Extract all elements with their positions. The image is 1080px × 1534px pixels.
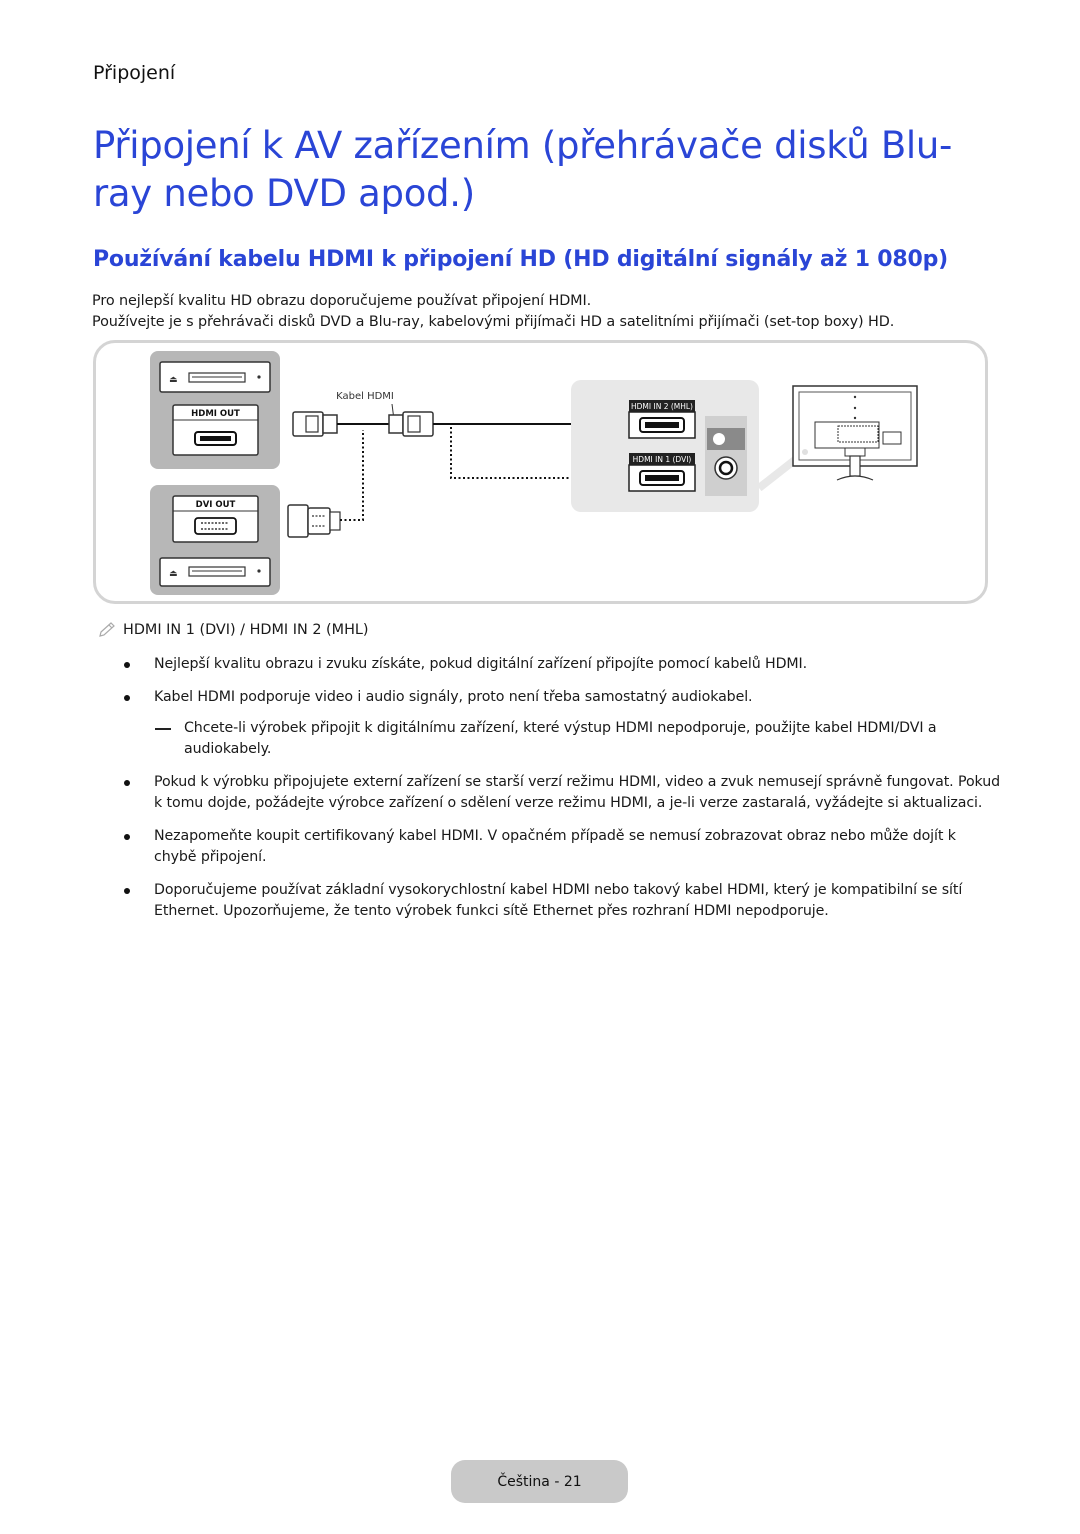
- section-label: Připojení: [93, 62, 176, 84]
- list-item: Kabel HDMI podporuje video i audio signá…: [122, 687, 1002, 708]
- list-item: Doporučujeme používat základní vysokoryc…: [122, 880, 1002, 921]
- bullet-text: Nezapomeňte koupit certifikovaný kabel H…: [154, 828, 956, 865]
- intro-text: Pro nejlepší kvalitu HD obrazu doporučuj…: [92, 291, 992, 333]
- bullet-dot: [124, 834, 130, 840]
- section-subtitle: Používání kabelu HDMI k připojení HD (HD…: [93, 247, 949, 272]
- bullet-text: Kabel HDMI podporuje video i audio signá…: [154, 688, 753, 705]
- bullet-dot: [124, 662, 130, 668]
- page-number-badge: Čeština - 21: [451, 1460, 628, 1503]
- dash-marker: [155, 728, 171, 730]
- port-hdmi-in2-label: HDMI IN 2 (MHL): [631, 402, 693, 411]
- list-item: Nezapomeňte koupit certifikovaný kabel H…: [122, 826, 1002, 867]
- intro-line-1: Pro nejlepší kvalitu HD obrazu doporučuj…: [92, 293, 592, 309]
- monitor-back-view: [792, 385, 918, 481]
- bullet-text: Doporučujeme používat základní vysokoryc…: [154, 882, 963, 919]
- hdmi-out-label: HDMI OUT: [191, 409, 240, 419]
- intro-line-2: Používejte je s přehrávači disků DVD a B…: [92, 314, 895, 330]
- svg-text:⏏: ⏏: [169, 569, 178, 579]
- dvi-out-label: DVI OUT: [196, 500, 236, 510]
- bullet-list: Nejlepší kvalitu obrazu i zvuku získáte,…: [122, 654, 1002, 921]
- bullet-dot: [124, 780, 130, 786]
- bullet-text: Pokud k výrobku připojujete externí zaří…: [154, 774, 1000, 811]
- bullet-dot: [124, 694, 130, 701]
- note-text: HDMI IN 1 (DVI) / HDMI IN 2 (MHL): [123, 622, 369, 638]
- bullet-text: Nejlepší kvalitu obrazu i zvuku získáte,…: [154, 656, 808, 672]
- port-hdmi-in1-label: HDMI IN 1 (DVI): [633, 455, 692, 464]
- hdmi-cable: Kabel HDMI: [292, 391, 613, 437]
- bullet-dot: [124, 888, 130, 894]
- hdmi-source-device: ⏏ HDMI OUT: [150, 351, 280, 469]
- pencil-note-icon: [99, 622, 115, 637]
- list-item: Pokud k výrobku připojujete externí zaří…: [122, 772, 1002, 813]
- note: HDMI IN 1 (DVI) / HDMI IN 2 (MHL): [97, 621, 369, 639]
- hdmi-dvi-cable: [287, 427, 613, 538]
- connection-diagram-illustration: ⏏ HDMI OUT DVI OUT ⏏ Kabel HDMI: [150, 351, 918, 595]
- page-title: Připojení k AV zařízením (přehrávače dis…: [93, 124, 953, 215]
- connection-diagram: ⏏ HDMI OUT DVI OUT ⏏ Kabel HDMI: [93, 340, 988, 604]
- sub-note: Chcete-li výrobek připojit k digitálnímu…: [122, 718, 1002, 759]
- list-item: Nejlepší kvalitu obrazu i zvuku získáte,…: [122, 654, 1002, 675]
- svg-text:⏏: ⏏: [169, 375, 178, 385]
- dvi-source-device: DVI OUT ⏏: [150, 485, 280, 595]
- cable-label: Kabel HDMI: [336, 391, 394, 402]
- sub-note-text: Chcete-li výrobek připojit k digitálnímu…: [184, 720, 937, 757]
- monitor-port-panel: HDMI IN 2 (MHL) HDMI IN 1 (DVI): [571, 380, 808, 512]
